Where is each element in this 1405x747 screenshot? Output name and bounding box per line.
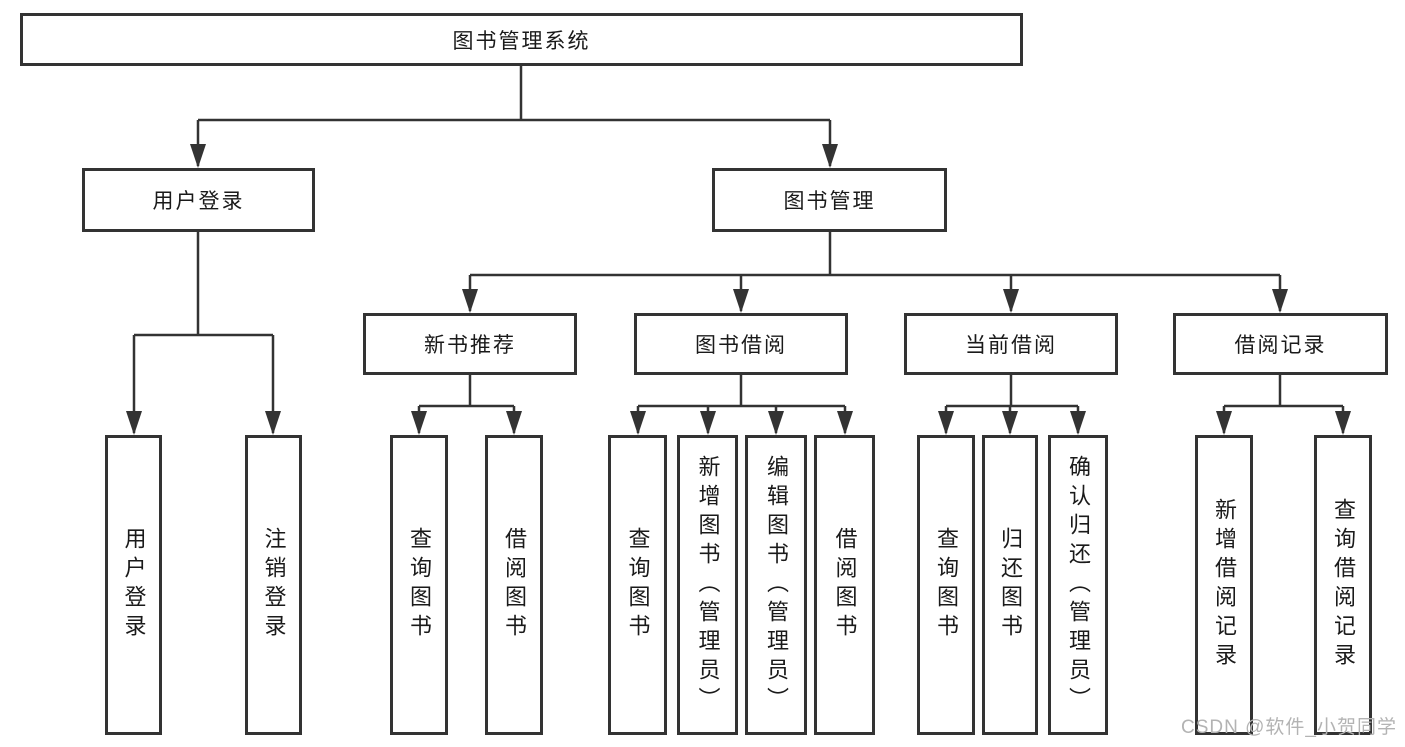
leaf-borrow-add-admin-label: 新增图书（管理员） xyxy=(695,454,721,716)
leaf-newbooks-query: 查询图书 xyxy=(390,435,448,735)
leaf-records-add: 新增借阅记录 xyxy=(1195,435,1253,735)
node-system-root-label: 图书管理系统 xyxy=(452,29,591,53)
leaf-borrow-query-label: 查询图书 xyxy=(625,527,651,643)
leaf-borrow-edit-admin: 编辑图书（管理员） xyxy=(745,435,807,735)
leaf-borrow-borrow: 借阅图书 xyxy=(814,435,875,735)
leaf-current-confirm-admin-label: 确认归还（管理员） xyxy=(1066,454,1091,716)
leaf-logout-label: 注销登录 xyxy=(261,527,287,643)
arrowheads xyxy=(126,144,1351,435)
leaf-current-return: 归还图书 xyxy=(982,435,1038,735)
leaf-current-confirm-admin: 确认归还（管理员） xyxy=(1048,435,1108,735)
leaf-borrow-query: 查询图书 xyxy=(608,435,667,735)
leaf-borrow-add-admin: 新增图书（管理员） xyxy=(677,435,738,735)
node-current-borrowing-label: 当前借阅 xyxy=(965,334,1057,357)
node-new-book-recommend: 新书推荐 xyxy=(363,313,577,375)
node-current-borrowing: 当前借阅 xyxy=(904,313,1118,375)
leaf-user-login-label: 用户登录 xyxy=(121,527,147,643)
node-book-borrowing: 图书借阅 xyxy=(634,313,848,375)
csdn-watermark: CSDN @软件_小贺同学 xyxy=(1181,717,1397,738)
node-book-borrowing-label: 图书借阅 xyxy=(695,334,787,357)
node-new-book-recommend-label: 新书推荐 xyxy=(424,334,516,357)
leaf-current-query: 查询图书 xyxy=(917,435,975,735)
node-book-management-label: 图书管理 xyxy=(783,190,876,213)
leaf-records-query: 查询借阅记录 xyxy=(1314,435,1372,735)
node-book-management: 图书管理 xyxy=(712,168,947,232)
node-system-root: 图书管理系统 xyxy=(20,13,1023,66)
leaf-newbooks-borrow-label: 借阅图书 xyxy=(502,527,527,643)
node-borrowing-records: 借阅记录 xyxy=(1173,313,1388,375)
leaf-records-query-label: 查询借阅记录 xyxy=(1331,498,1356,672)
leaf-current-query-label: 查询图书 xyxy=(934,527,959,643)
leaf-newbooks-borrow: 借阅图书 xyxy=(485,435,543,735)
leaf-logout: 注销登录 xyxy=(245,435,302,735)
leaf-records-add-label: 新增借阅记录 xyxy=(1212,498,1237,672)
node-borrowing-records-label: 借阅记录 xyxy=(1234,334,1327,357)
node-user-login: 用户登录 xyxy=(82,168,315,232)
leaf-borrow-edit-admin-label: 编辑图书（管理员） xyxy=(764,454,789,716)
leaf-newbooks-query-label: 查询图书 xyxy=(407,527,432,643)
leaf-user-login: 用户登录 xyxy=(105,435,162,735)
leaf-borrow-borrow-label: 借阅图书 xyxy=(832,527,858,643)
node-user-login-label: 用户登录 xyxy=(152,190,245,213)
leaf-current-return-label: 归还图书 xyxy=(998,527,1023,643)
